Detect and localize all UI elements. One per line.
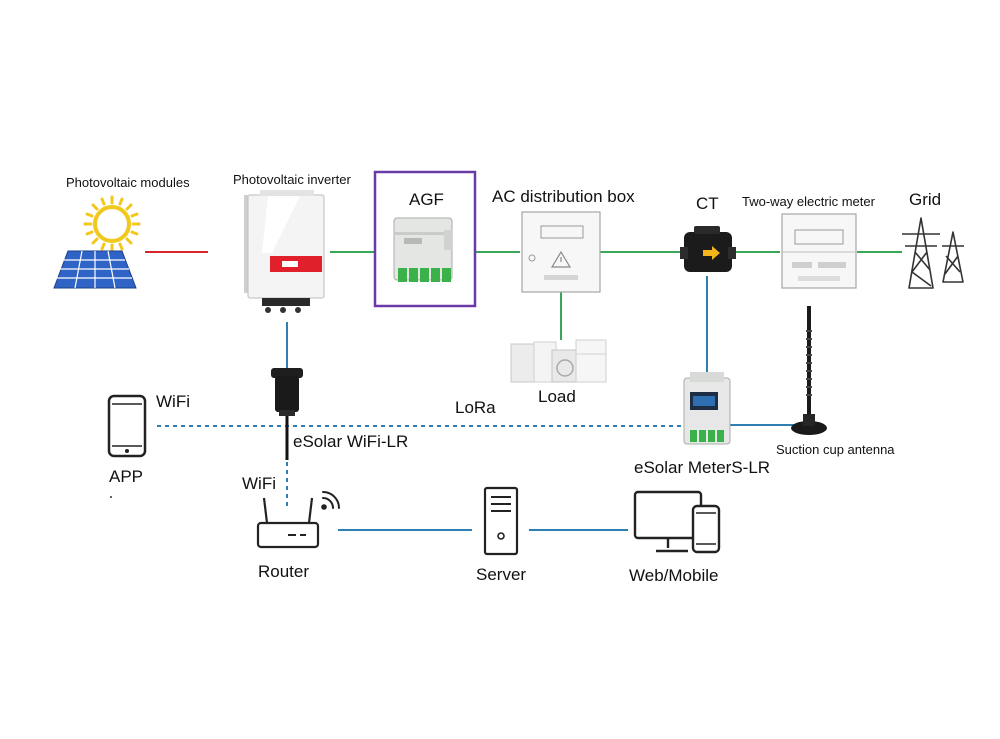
grid-label: Grid bbox=[909, 190, 942, 209]
din-meter-icon bbox=[683, 372, 731, 445]
electric-meter-icon bbox=[781, 213, 857, 289]
server-label: Server bbox=[476, 565, 527, 584]
stray-dot bbox=[110, 496, 112, 498]
pv-inverter-label: Photovoltaic inverter bbox=[233, 172, 351, 187]
solar-panel-icon bbox=[53, 250, 137, 289]
meter-label: Two-way electric meter bbox=[742, 194, 875, 209]
transmission-tower-icon bbox=[902, 217, 964, 289]
router-icon bbox=[256, 497, 320, 549]
current-transformer-icon bbox=[680, 226, 736, 272]
ct-label: CT bbox=[696, 194, 719, 213]
esolar-meter-label: eSolar MeterS-LR bbox=[634, 458, 771, 477]
app-label: APP bbox=[109, 467, 144, 486]
ac-connections bbox=[330, 251, 902, 340]
agf-module-icon bbox=[393, 217, 453, 282]
antenna-label: Suction cup antenna bbox=[776, 442, 895, 457]
wifi-router-label: WiFi bbox=[242, 474, 276, 493]
agf-highlight-box bbox=[373, 170, 477, 308]
web-mobile-label: Web/Mobile bbox=[629, 566, 719, 585]
ac-box-label: AC distribution box bbox=[492, 187, 635, 206]
pv-modules-label: Photovoltaic modules bbox=[66, 175, 190, 190]
smartphone-icon bbox=[107, 394, 147, 458]
lora-dotted-connection bbox=[157, 425, 682, 508]
appliances-icon bbox=[510, 339, 607, 383]
load-label: Load bbox=[538, 387, 576, 406]
wifi-app-label: WiFi bbox=[156, 392, 190, 411]
comm-connections bbox=[286, 276, 795, 531]
wifi-signal-icon bbox=[321, 491, 340, 510]
inverter-icon bbox=[244, 190, 325, 313]
router-label: Router bbox=[258, 562, 310, 581]
server-icon bbox=[483, 486, 519, 556]
esolar-wifi-label: eSolar WiFi-LR bbox=[293, 432, 409, 451]
lora-label: LoRa bbox=[455, 398, 496, 417]
monitor-phone-icon bbox=[633, 490, 721, 554]
agf-label: AGF bbox=[409, 190, 444, 209]
wifi-dongle-icon bbox=[271, 368, 303, 460]
distribution-box-icon bbox=[521, 211, 601, 293]
antenna-icon bbox=[791, 306, 827, 435]
sun-icon bbox=[83, 195, 141, 253]
